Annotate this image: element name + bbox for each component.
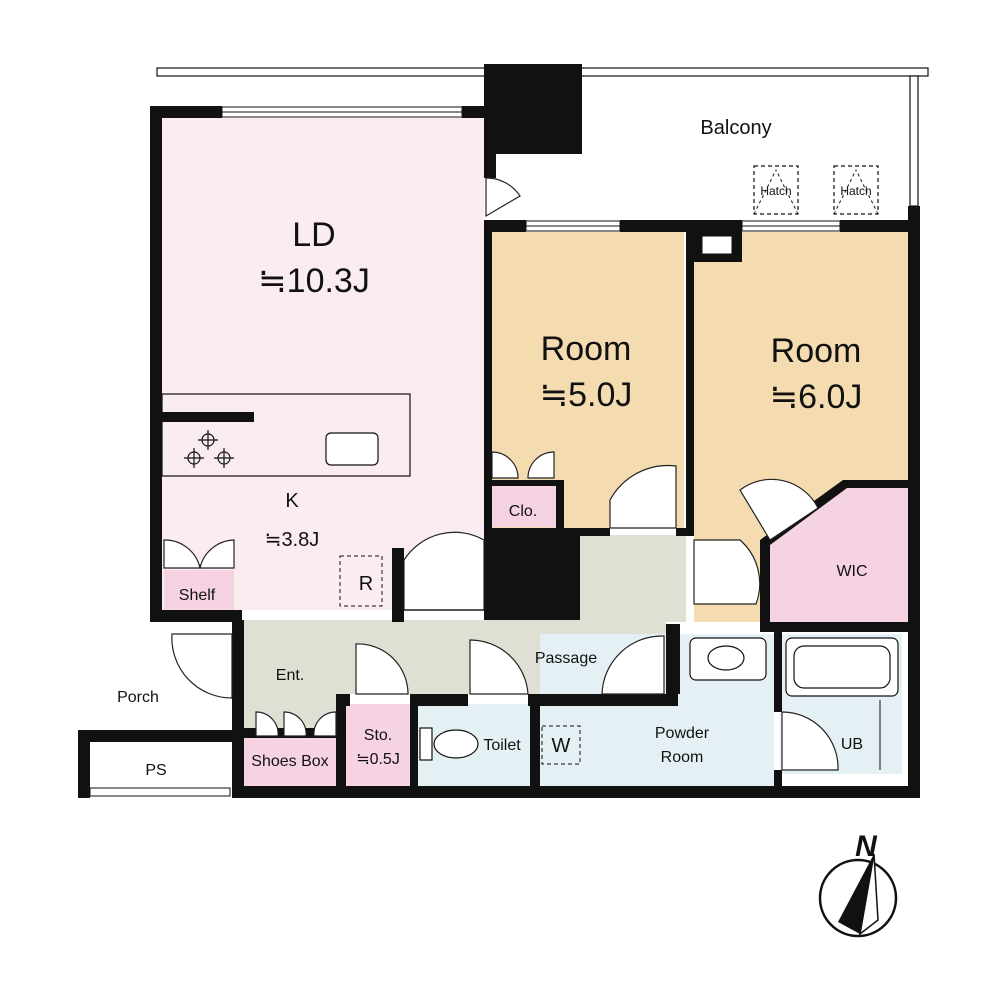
clo-label: Clo. [509,503,537,520]
shelf-area [164,570,234,610]
ps-area [86,742,228,788]
hatch-label-2: Hatch [840,184,871,198]
powder-room-label-1: Powder [655,725,710,742]
north-label: N [855,830,878,863]
washbasin [689,637,767,681]
refrigerator-space [339,555,383,607]
stove-icon [184,430,234,468]
ub-label: UB [841,736,863,753]
k-size: ≒3.8J [265,529,320,551]
ld-area [162,118,484,610]
washer-label: W [552,735,571,757]
ld-label: LD [292,216,335,254]
toilet-label: Toilet [483,737,521,754]
hatch-box-1 [753,165,799,215]
windows [89,106,841,797]
washer-space [541,725,581,765]
doors [163,177,839,771]
sto-label: Sto. [364,727,392,744]
passage-label: Passage [535,650,597,667]
sto-size: ≒0.5J [356,751,400,768]
shelf-label: Shelf [179,587,216,604]
shoes-box-label: Shoes Box [251,753,328,770]
entrance-label: Ent. [276,667,304,684]
bathtub [785,637,899,697]
sink [325,432,379,466]
room-2-label: Room [771,332,862,370]
walls [78,64,920,798]
room-1-label: Room [541,330,632,368]
kitchen-counter [161,393,411,477]
toilet-bowl [433,729,479,759]
wic-label: WIC [836,563,867,580]
k-label: K [285,490,299,512]
hatch-label-1: Hatch [760,184,791,198]
ps-label: PS [145,762,166,779]
room-1-size: ≒5.0J [540,376,633,414]
refrigerator-label: R [359,573,373,595]
porch-label: Porch [117,689,159,706]
ld-size: ≒10.3J [258,262,370,300]
fixtures [161,393,899,770]
north-arrow-icon: N [818,830,898,938]
room-2-area [686,232,908,622]
powder-room-label-2: Room [661,749,704,766]
hatch-box-2 [833,165,879,215]
shoes-box-area [244,738,336,786]
balcony-label: Balcony [700,117,771,139]
sto-area [346,704,410,786]
clo-area [492,482,556,527]
room-2-size: ≒6.0J [770,378,863,416]
